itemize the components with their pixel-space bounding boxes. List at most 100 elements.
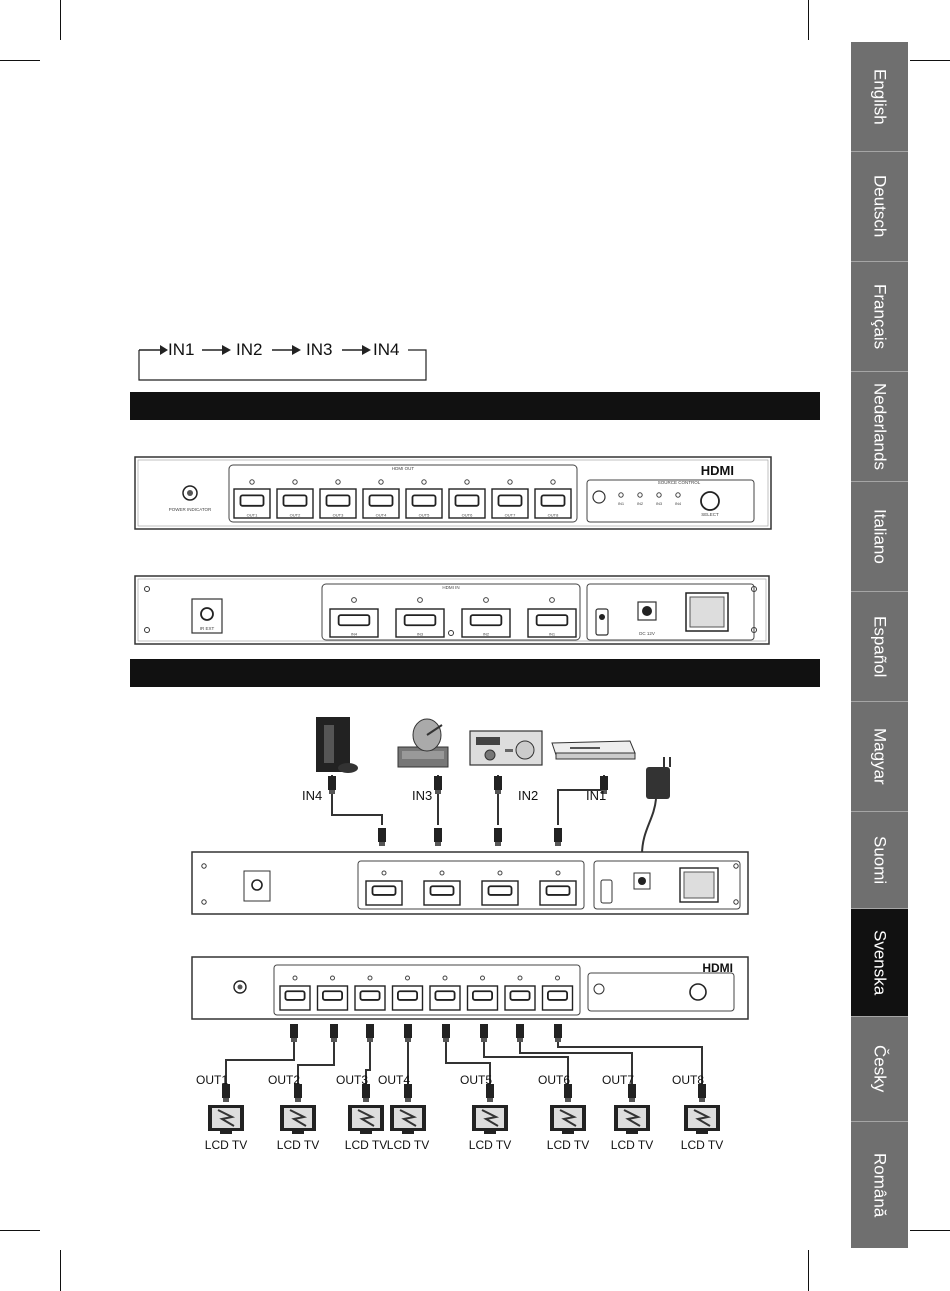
hdmi-in-label: HDMI IN bbox=[442, 585, 459, 590]
conn-hdmi-out-port[interactable] bbox=[391, 985, 424, 1011]
ground-terminal bbox=[595, 608, 609, 636]
hdmi-out-port-7[interactable]: OUT7 bbox=[491, 488, 529, 519]
lang-tab-suomi[interactable]: Suomi bbox=[851, 812, 908, 909]
crop-mark bbox=[60, 0, 61, 40]
hdmi-in-port-in1-label: IN1 bbox=[549, 632, 556, 637]
hdmi-out-port-7-label: OUT7 bbox=[505, 513, 516, 518]
conn-hdmi-out-port[interactable] bbox=[354, 985, 386, 1011]
hdmi-plug-icon bbox=[480, 1024, 488, 1042]
lcd-tv-icon bbox=[684, 1105, 720, 1134]
dvd-player-icon bbox=[551, 740, 636, 760]
hdmi-plug-icon bbox=[434, 828, 442, 846]
conn-hdmi-out-port[interactable] bbox=[504, 985, 536, 1011]
select-label: SELECT bbox=[701, 512, 719, 517]
hdmi-in-port-in3[interactable]: IN3 bbox=[395, 608, 445, 638]
hdmi-out-port-1-label: OUT1 bbox=[247, 513, 258, 518]
hdmi-out-port-3-label: OUT3 bbox=[333, 513, 344, 518]
power-label: POWER INDICATOR bbox=[169, 507, 212, 512]
hdmi-in-port-in1[interactable]: IN1 bbox=[527, 608, 577, 638]
in-indicator-led bbox=[439, 870, 445, 876]
satellite-receiver-icon bbox=[397, 718, 449, 768]
hdmi-plug-icon bbox=[362, 1084, 370, 1102]
in-indicator-led bbox=[483, 597, 489, 603]
language-tabs: English Deutsch Français Nederlands Ital… bbox=[851, 42, 908, 1248]
lang-tab-magyar[interactable]: Magyar bbox=[851, 702, 908, 812]
label-out-6: OUT6 bbox=[538, 1073, 570, 1087]
hdmi-in-port-in4[interactable]: IN4 bbox=[329, 608, 379, 638]
out-indicator-led bbox=[464, 479, 470, 485]
lang-tab-cesky[interactable]: Česky bbox=[851, 1017, 908, 1122]
conn-hdmi-out-port[interactable] bbox=[279, 985, 311, 1011]
conn-hdmi-in-port[interactable] bbox=[481, 880, 519, 906]
lang-tab-deutsch[interactable]: Deutsch bbox=[851, 152, 908, 262]
label-out-4: OUT4 bbox=[378, 1073, 410, 1087]
cycle-in1: IN1 bbox=[168, 340, 195, 359]
hdmi-out-port-8-label: OUT8 bbox=[548, 513, 559, 518]
conn-hdmi-out-port[interactable] bbox=[541, 985, 574, 1011]
in-indicator-led bbox=[549, 597, 555, 603]
lang-tab-espanol[interactable]: Español bbox=[851, 592, 908, 702]
hdmi-plug-icon bbox=[554, 828, 562, 846]
hdmi-out-port-1[interactable]: OUT1 bbox=[233, 488, 271, 519]
label-out-7: OUT7 bbox=[602, 1073, 634, 1087]
out-indicator-led bbox=[367, 975, 373, 981]
crop-mark bbox=[808, 0, 809, 40]
out-indicator-led bbox=[480, 975, 485, 981]
cycle-in2: IN2 bbox=[236, 340, 263, 359]
conn-hdmi-in-port[interactable] bbox=[539, 880, 577, 906]
crop-mark bbox=[910, 60, 950, 61]
conn-hdmi-out-port[interactable] bbox=[429, 985, 461, 1011]
in-indicator-led bbox=[381, 870, 387, 876]
hdmi-out-port-5-label: OUT5 bbox=[419, 513, 430, 518]
in-indicator-led bbox=[351, 597, 357, 603]
hdmi-out-port-8[interactable]: OUT8 bbox=[534, 488, 572, 519]
cycle-in3: IN3 bbox=[306, 340, 333, 359]
conn-hdmi-out-port[interactable] bbox=[466, 985, 499, 1011]
conn-hdmi-in-port[interactable] bbox=[365, 880, 403, 906]
brand-logo-small: HDMI bbox=[702, 961, 733, 975]
hdmi-in-port-in2[interactable]: IN2 bbox=[461, 608, 511, 638]
cycle-arrows bbox=[138, 345, 427, 381]
hdmi-out-port-3[interactable]: OUT3 bbox=[319, 488, 357, 519]
hdmi-plug-icon bbox=[600, 776, 608, 794]
lcd-tv-icon bbox=[614, 1105, 650, 1134]
lang-tab-nederlands[interactable]: Nederlands bbox=[851, 372, 908, 482]
out-indicator-led bbox=[550, 479, 556, 485]
select-button[interactable] bbox=[700, 491, 720, 511]
lang-tab-romana[interactable]: Română bbox=[870, 1152, 890, 1218]
conn-hdmi-out-port[interactable] bbox=[316, 985, 349, 1011]
hdmi-plug-icon bbox=[434, 776, 442, 794]
conn-hdmi-in-port[interactable] bbox=[423, 880, 461, 906]
hdmi-out-port-6[interactable]: OUT6 bbox=[448, 488, 486, 519]
hdmi-plug-icon bbox=[486, 1084, 494, 1102]
front-panel-illustration: POWER INDICATOR HDMI OUT HDMI SOURCE CON… bbox=[134, 456, 772, 530]
in-indicator-led bbox=[417, 597, 423, 603]
source-led-label: IN2 bbox=[637, 501, 644, 506]
hdmi-out-port-2[interactable]: OUT2 bbox=[276, 488, 314, 519]
lcd-tv-icon bbox=[348, 1105, 384, 1134]
lang-tab-francais[interactable]: Français bbox=[851, 262, 908, 372]
out-indicator-led bbox=[292, 479, 298, 485]
connection-diagram: IN4 IN3 IN2 IN1 HDMI bbox=[191, 717, 749, 1152]
tv-label: LCD TV bbox=[345, 1138, 387, 1152]
source-led-3 bbox=[656, 492, 662, 498]
hdmi-out-port-5[interactable]: OUT5 bbox=[405, 488, 443, 519]
ir-ext-port[interactable] bbox=[200, 607, 214, 621]
lang-tab-english[interactable]: English bbox=[851, 42, 908, 152]
label-out-2: OUT2 bbox=[268, 1073, 300, 1087]
hdmi-out-port-4-label: OUT4 bbox=[376, 513, 387, 518]
tv-label: LCD TV bbox=[387, 1138, 429, 1152]
hdmi-out-port-4[interactable]: OUT4 bbox=[362, 488, 400, 519]
av-receiver-icon bbox=[469, 730, 543, 766]
hdmi-in-port-in3-label: IN3 bbox=[417, 632, 424, 637]
brand-logo: HDMI bbox=[701, 463, 734, 478]
hdmi-plug-icon bbox=[328, 776, 336, 794]
section-bar bbox=[130, 659, 820, 687]
lang-tab-svenska[interactable]: Svenska bbox=[851, 909, 908, 1017]
label-in4: IN4 bbox=[302, 788, 322, 803]
section-bar bbox=[130, 392, 820, 420]
lcd-tv-icon bbox=[208, 1105, 244, 1134]
label-out-5: OUT5 bbox=[460, 1073, 492, 1087]
lang-tab-italiano[interactable]: Italiano bbox=[851, 482, 908, 592]
